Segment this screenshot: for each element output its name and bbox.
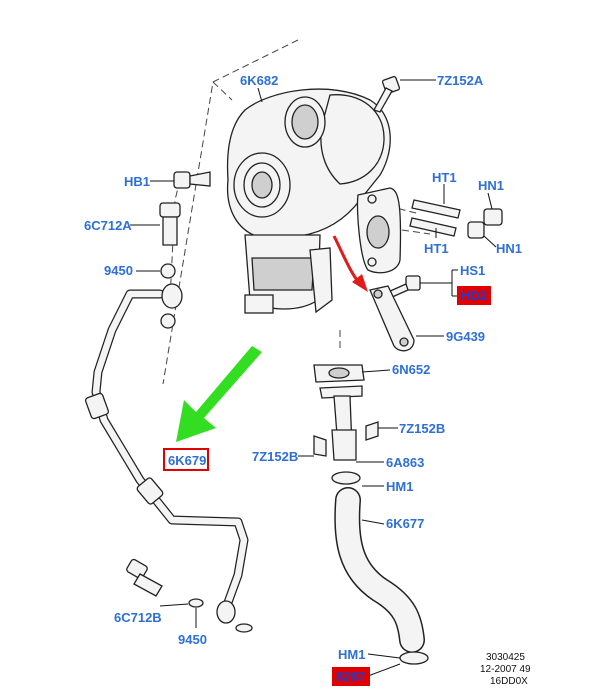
- oil-feed-pipe-drawing: [84, 283, 249, 624]
- clamp-hm1-top-drawing: [331, 471, 361, 485]
- label-oil-feed-pipe: 6K679: [168, 453, 206, 468]
- label-clamp-hm1-bottom: HM1: [338, 647, 365, 662]
- reference-code: 16DD0X: [490, 676, 528, 687]
- label-bolt-6c712b: 6C712B: [114, 610, 162, 625]
- label-part-hidden-top: HD2: [461, 288, 487, 303]
- clamp-hm1-bottom-drawing: [399, 651, 429, 665]
- label-stud-ht1-top: HT1: [432, 170, 457, 185]
- label-bolt-top: 7Z152A: [437, 73, 484, 88]
- label-nut-hn1-top: HN1: [478, 178, 504, 193]
- label-bolt-6c712a: 6C712A: [84, 218, 132, 233]
- leader-lines: [130, 79, 497, 677]
- label-washer-9450-bottom: 9450: [178, 632, 207, 647]
- hose-6k677-drawing: [334, 487, 425, 653]
- oil-return-tube-drawing: [313, 385, 379, 461]
- exhaust-flange-drawing: [356, 187, 503, 274]
- label-nut-hn1-bottom: HN1: [496, 241, 522, 256]
- label-part-hidden-bottom: 8287: [336, 669, 365, 684]
- red-arrow: [332, 235, 368, 292]
- highlight-box-hd2: [457, 286, 491, 305]
- label-clamp-hm1-top: HM1: [386, 479, 413, 494]
- highlight-box-8287: [332, 667, 370, 686]
- bracket-9g439-drawing: [369, 275, 421, 352]
- label-turbocharger: 6K682: [240, 73, 278, 88]
- gasket-6n652-drawing: [313, 364, 365, 383]
- label-screw-hs1: HS1: [460, 263, 485, 278]
- green-arrow: [176, 346, 262, 442]
- label-bracket-9g439: 9G439: [446, 329, 485, 344]
- reference-number: 3030425: [486, 652, 525, 663]
- turbocharger-drawing: [226, 88, 391, 314]
- highlight-box-6k679: [163, 448, 209, 471]
- reference-date: 12-2007 49: [480, 664, 531, 675]
- bolt-7z152a-drawing: [373, 75, 401, 113]
- label-bolt-7z152b-right: 7Z152B: [399, 421, 445, 436]
- label-gasket-6n652: 6N652: [392, 362, 430, 377]
- label-hose-6k677: 6K677: [386, 516, 424, 531]
- bolt-6c712b-drawing: [126, 558, 253, 633]
- bolt-6c712a-drawing: [159, 202, 181, 329]
- label-bolt-7z152b-left: 7Z152B: [252, 449, 298, 464]
- label-oil-return-tube: 6A863: [386, 455, 424, 470]
- hollow-bolt-hb1-drawing: [173, 171, 211, 189]
- label-hollow-bolt-hb1: HB1: [124, 174, 150, 189]
- label-stud-ht1-bottom: HT1: [424, 241, 449, 256]
- label-washer-9450-top: 9450: [104, 263, 133, 278]
